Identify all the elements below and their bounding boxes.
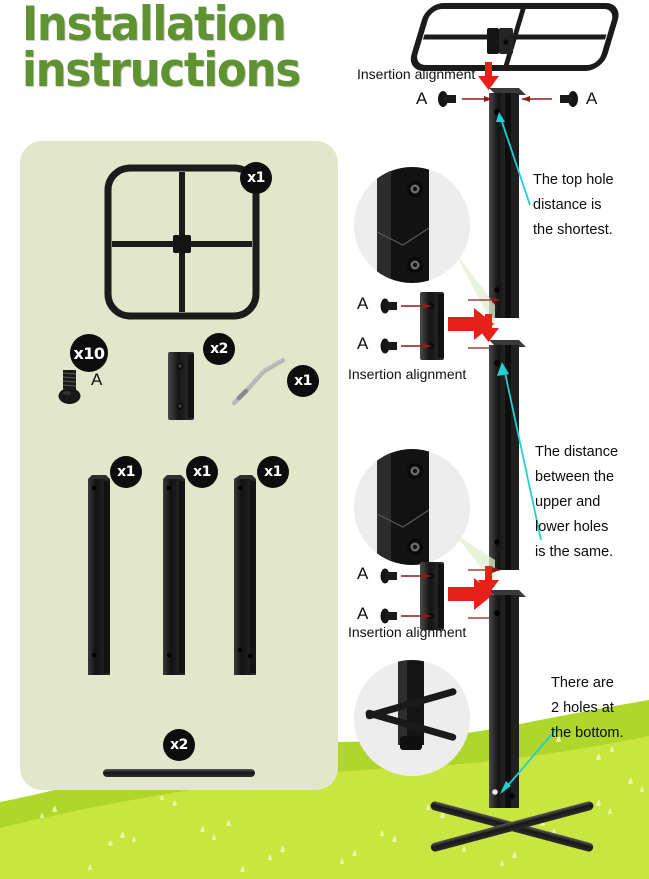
page-title: Installation instructions bbox=[22, 0, 329, 98]
assembly-pole-middle bbox=[489, 340, 526, 570]
callout-top-hole-line-3: the shortest. bbox=[533, 222, 613, 238]
qty-badge-hex-key: x1 bbox=[287, 365, 319, 397]
red-insert-arrow-3 bbox=[478, 566, 499, 594]
pole-hole-arrow-upper-step2 bbox=[468, 297, 500, 303]
callout-middle-holes-line-1: The distance bbox=[535, 444, 619, 460]
qty-badge-square-frame: x1 bbox=[240, 162, 272, 194]
screw-label-lower-2: A bbox=[357, 334, 369, 353]
callout-bottom-holes-line-1: There are bbox=[551, 675, 614, 691]
screw-bracket-upper-step2 bbox=[380, 298, 431, 314]
assembly-bracket-step3 bbox=[420, 562, 444, 630]
big-red-arrow-step2 bbox=[448, 308, 494, 340]
insertion-alignment-label-2: Insertion alignment bbox=[348, 366, 467, 382]
qty-badge-bracket: x2 bbox=[203, 333, 235, 365]
qty-badge-pole-top: x1 bbox=[110, 456, 142, 488]
assembly-pole-bottom bbox=[489, 590, 526, 808]
screw-right-step1 bbox=[522, 91, 578, 107]
insertion-alignment-label-3: Insertion alignment bbox=[348, 624, 467, 640]
callout-middle-holes: The distance between the upper and lower… bbox=[535, 440, 649, 565]
callout-top-hole-line-1: The top hole bbox=[533, 172, 614, 188]
screw-bracket-lower-step2 bbox=[380, 338, 431, 354]
magnifier-joint-lower bbox=[354, 449, 495, 586]
callout-line-top-hole bbox=[496, 112, 531, 206]
magnifier-cross-base bbox=[354, 660, 470, 776]
screw-label-left-1: A bbox=[416, 89, 428, 108]
screw-left-step1 bbox=[438, 91, 492, 107]
insertion-alignment-label-1: Insertion alignment bbox=[357, 66, 476, 82]
assembly-top-frame bbox=[410, 3, 619, 71]
parts-list-panel bbox=[20, 141, 338, 790]
red-insert-arrow-1 bbox=[478, 62, 499, 90]
callout-bottom-holes: There are 2 holes at the bottom. bbox=[551, 671, 649, 746]
qty-badge-stake-bar: x2 bbox=[163, 729, 195, 761]
callout-middle-holes-line-3: upper and bbox=[535, 494, 601, 510]
qty-badge-pole-middle: x1 bbox=[186, 456, 218, 488]
red-insert-arrow-2 bbox=[478, 314, 499, 342]
callout-top-hole: The top hole distance is the shortest. bbox=[533, 168, 649, 243]
ground-cross-stakes bbox=[430, 801, 594, 852]
qty-badge-screw: x10 bbox=[70, 334, 108, 372]
screw-label-upper-2: A bbox=[357, 294, 369, 313]
page-title-line-2: instructions bbox=[22, 43, 301, 98]
screw-label-right-1: A bbox=[586, 89, 598, 108]
big-red-arrow-step3 bbox=[448, 578, 494, 610]
screw-bracket-upper-step3 bbox=[380, 568, 431, 584]
pole-hole-arrow-lower-step2 bbox=[468, 345, 500, 351]
screw-label-upper-3: A bbox=[357, 564, 369, 583]
page-title-line-1: Installation bbox=[22, 0, 287, 52]
screw-letter-label: A bbox=[91, 370, 103, 389]
callout-middle-holes-line-5: is the same. bbox=[535, 544, 614, 560]
assembly-bracket-step2 bbox=[420, 292, 444, 360]
screw-bracket-lower-step3 bbox=[380, 608, 431, 624]
pole-hole-arrow-upper-step3 bbox=[468, 567, 500, 573]
callout-top-hole-line-2: distance is bbox=[533, 197, 602, 213]
magnifier-joint-upper bbox=[354, 167, 495, 330]
callout-bottom-holes-line-3: the bottom. bbox=[551, 725, 624, 741]
callout-middle-holes-line-4: lower holes bbox=[535, 519, 609, 535]
pole-hole-arrow-lower-step3 bbox=[468, 615, 500, 621]
callout-middle-holes-line-2: between the bbox=[535, 469, 615, 485]
qty-badge-pole-bottom: x1 bbox=[257, 456, 289, 488]
callout-line-bottom-holes bbox=[500, 726, 559, 794]
callout-bottom-holes-line-2: 2 holes at bbox=[551, 700, 614, 716]
screw-label-lower-3: A bbox=[357, 604, 369, 623]
assembly-pole-top bbox=[489, 88, 526, 318]
